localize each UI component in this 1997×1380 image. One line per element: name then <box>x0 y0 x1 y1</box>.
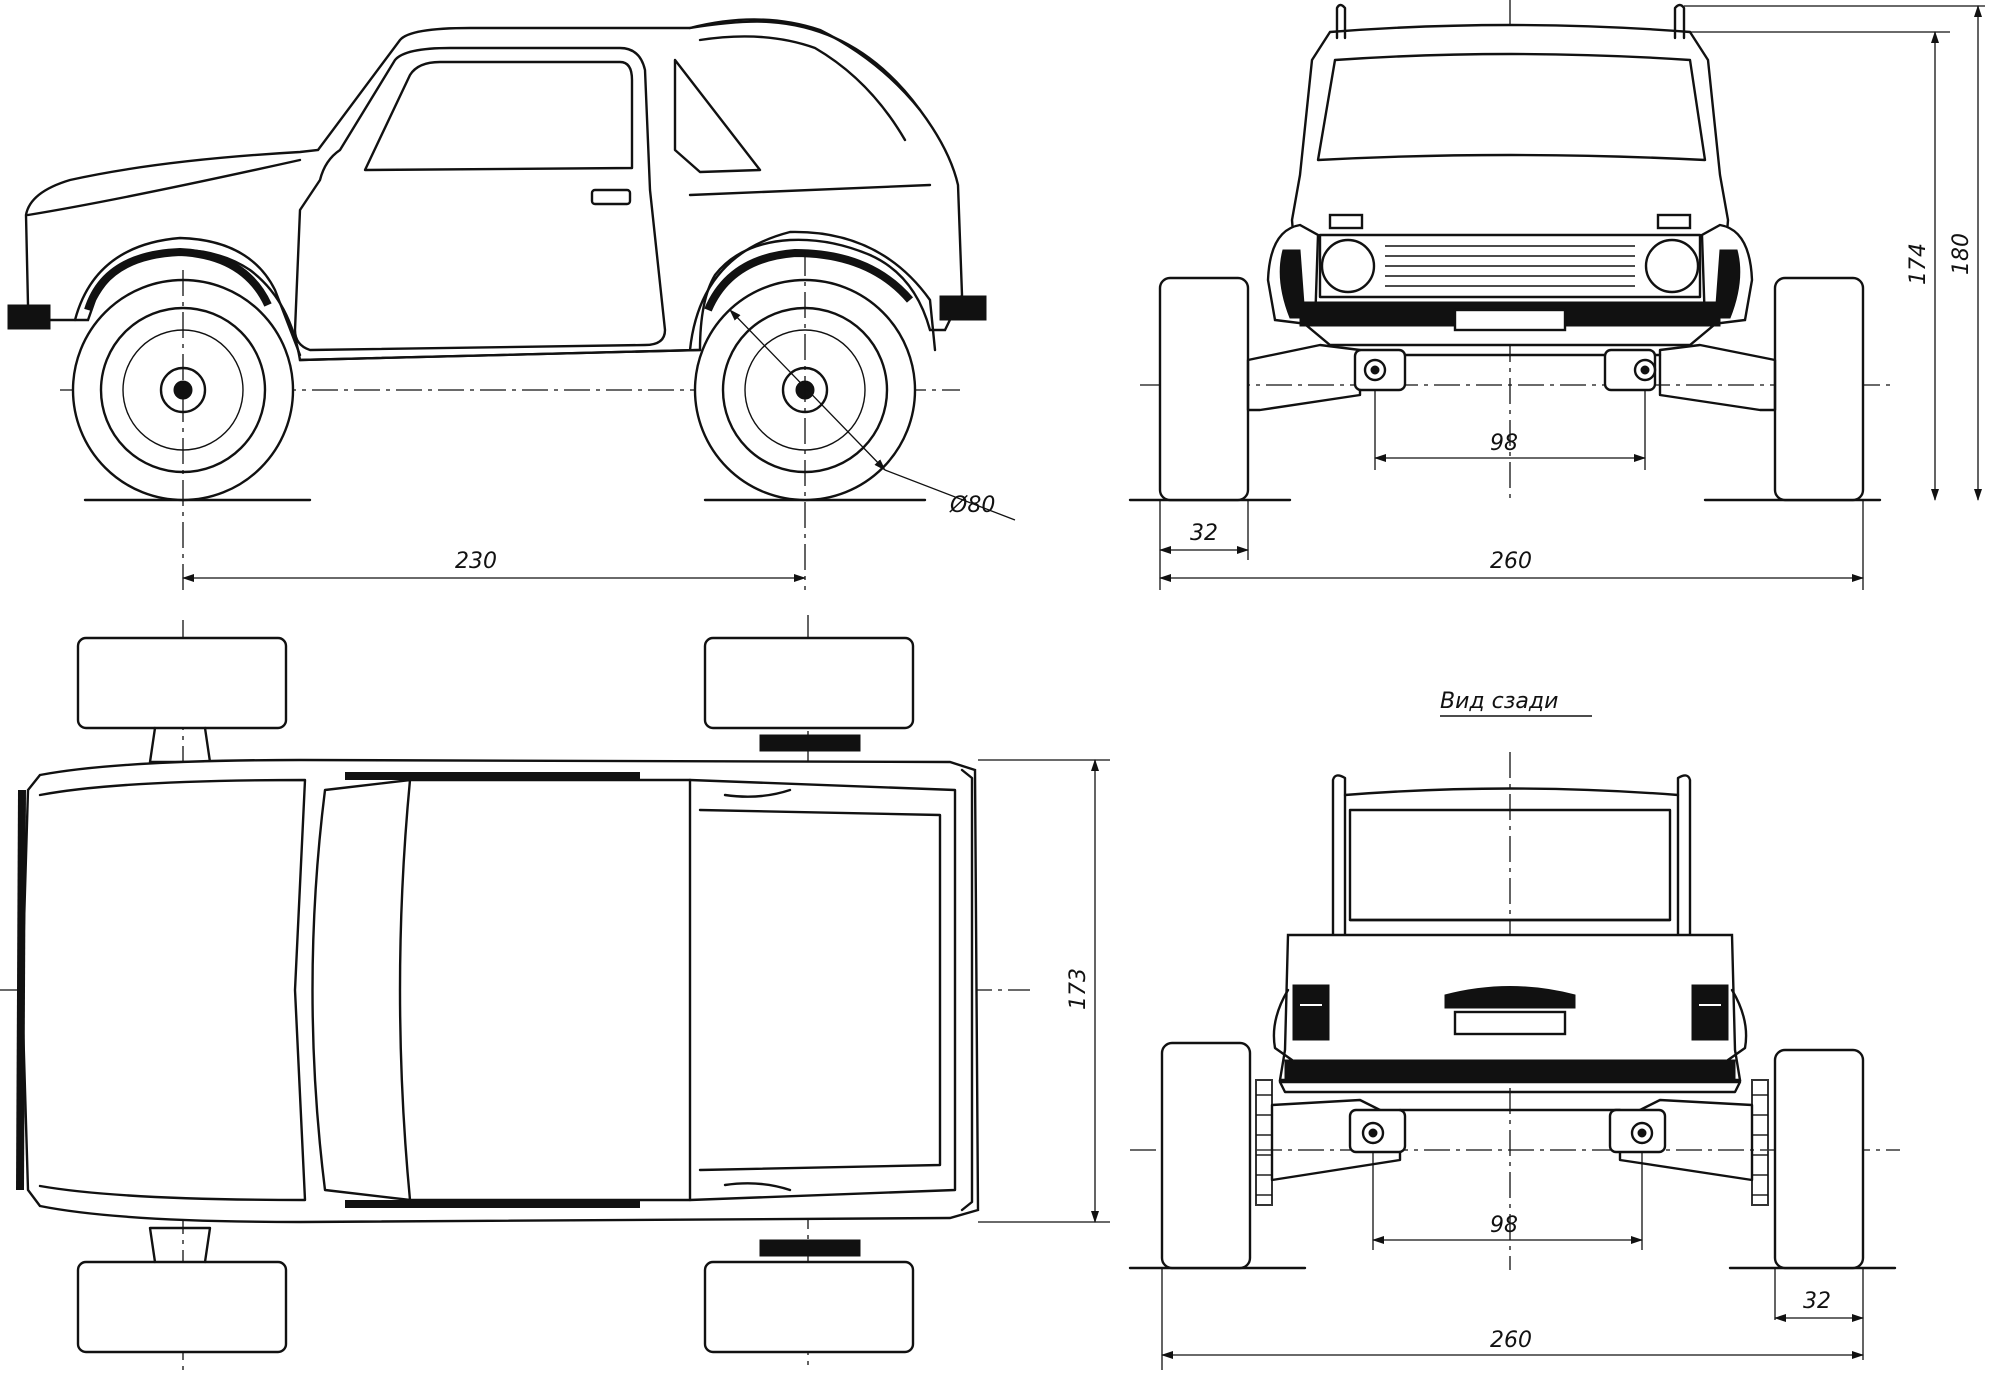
rear-right-fender <box>1726 988 1748 1062</box>
top-rear-left-detail <box>723 788 792 798</box>
top-rear-right-gear <box>759 1239 861 1257</box>
rear-top-bar <box>1343 787 1680 797</box>
top-hood <box>38 778 307 1202</box>
rear-bumper <box>1284 1059 1736 1083</box>
top-rear-right-detail <box>723 1182 792 1192</box>
rear-right-rollbar <box>1676 774 1692 942</box>
front-track-label: 260 <box>1490 549 1532 574</box>
rear-pivot-spacing-label: 98 <box>1490 1213 1518 1238</box>
side-door-window <box>363 60 634 172</box>
front-height-bars-label: 180 <box>1949 233 1974 275</box>
front-left-indicator <box>1328 213 1364 230</box>
rear-left-fender <box>1272 988 1294 1062</box>
rear-left-taillight <box>1292 984 1330 1041</box>
rear-left-gear-teeth <box>1256 1094 1272 1196</box>
rear-tailgate-handle <box>1444 986 1576 1009</box>
side-rear-bumper <box>939 295 987 321</box>
side-front-fender <box>73 236 302 357</box>
front-right-headlight <box>1644 238 1700 294</box>
front-height-roof-label: 174 <box>1906 243 1931 285</box>
side-door-handle <box>590 188 632 206</box>
side-front-bumper <box>7 304 51 330</box>
rear-right-pivot <box>1608 1108 1667 1154</box>
front-left-headlight <box>1320 238 1376 294</box>
top-front-bumper <box>16 789 26 1191</box>
side-view: Ø80 230 <box>7 18 1016 590</box>
front-right-arm <box>1658 343 1777 412</box>
side-belt-line <box>688 183 932 197</box>
front-pivot-spacing-label: 98 <box>1490 431 1518 456</box>
front-plate <box>1453 308 1567 332</box>
rear-tire-width-label: 32 <box>1803 1289 1831 1314</box>
side-body <box>24 20 964 362</box>
rear-view-caption: Вид сзади <box>1440 689 1558 714</box>
front-left-tire <box>1158 276 1250 502</box>
rear-track-label: 260 <box>1490 1328 1532 1353</box>
rear-plate <box>1453 1010 1567 1036</box>
rear-view: Вид сзади <box>1128 689 1900 1370</box>
top-width-label: 173 <box>1066 968 1091 1010</box>
front-grille-frame <box>1318 233 1702 299</box>
top-body <box>20 758 980 1224</box>
front-view: 98 32 260 174 180 <box>1128 0 1985 590</box>
side-rear-fender <box>688 230 937 352</box>
front-windshield <box>1316 52 1707 162</box>
side-rear-arch <box>704 248 914 312</box>
side-roof-bar <box>688 18 922 112</box>
side-diameter-leader <box>729 309 886 471</box>
side-diameter-leader-tail <box>884 469 1016 521</box>
rear-left-tire <box>1160 1041 1252 1270</box>
top-front-left-link <box>148 726 212 764</box>
top-cargo <box>688 778 957 1202</box>
front-right-indicator <box>1656 213 1692 230</box>
rear-bumper-lower <box>1278 1080 1742 1094</box>
top-front-right-link <box>148 1226 212 1264</box>
rear-right-taillight <box>1691 984 1729 1041</box>
front-body <box>1290 23 1730 347</box>
rear-left-rollbar <box>1331 774 1347 942</box>
side-hood-line <box>26 158 302 217</box>
top-rear-right-wheel <box>703 1260 915 1354</box>
front-right-pivot <box>1603 348 1657 392</box>
rear-right-tire <box>1773 1048 1865 1270</box>
rear-left-pivot <box>1348 1108 1407 1154</box>
front-right-rollbar <box>1673 3 1686 40</box>
top-rear-left-gear <box>759 734 861 752</box>
front-left-rollbar <box>1335 3 1347 40</box>
rear-right-gear <box>1751 1079 1769 1206</box>
top-front-right-wheel <box>76 1260 288 1354</box>
side-front-arch <box>84 247 272 312</box>
top-cargo-inner <box>698 808 942 1172</box>
front-tire-width-label: 32 <box>1190 521 1218 546</box>
side-roof-bar-inner <box>698 35 907 142</box>
top-rear-bumper <box>960 768 974 1212</box>
front-right-tire <box>1773 276 1865 502</box>
side-wheelbase-label: 230 <box>455 549 497 574</box>
front-left-pivot <box>1353 348 1407 392</box>
side-sill <box>298 348 702 362</box>
side-wheel-diameter-label: Ø80 <box>949 493 995 518</box>
side-rear-window <box>673 58 762 174</box>
side-door <box>293 46 667 352</box>
top-view: 173 <box>0 615 1110 1370</box>
front-grille-slats <box>1385 245 1635 287</box>
top-rear-left-wheel <box>703 636 915 730</box>
top-front-left-wheel <box>76 636 288 730</box>
front-left-arm <box>1246 343 1362 412</box>
rear-left-gear <box>1255 1079 1273 1206</box>
rear-right-gear-teeth <box>1752 1094 1768 1196</box>
